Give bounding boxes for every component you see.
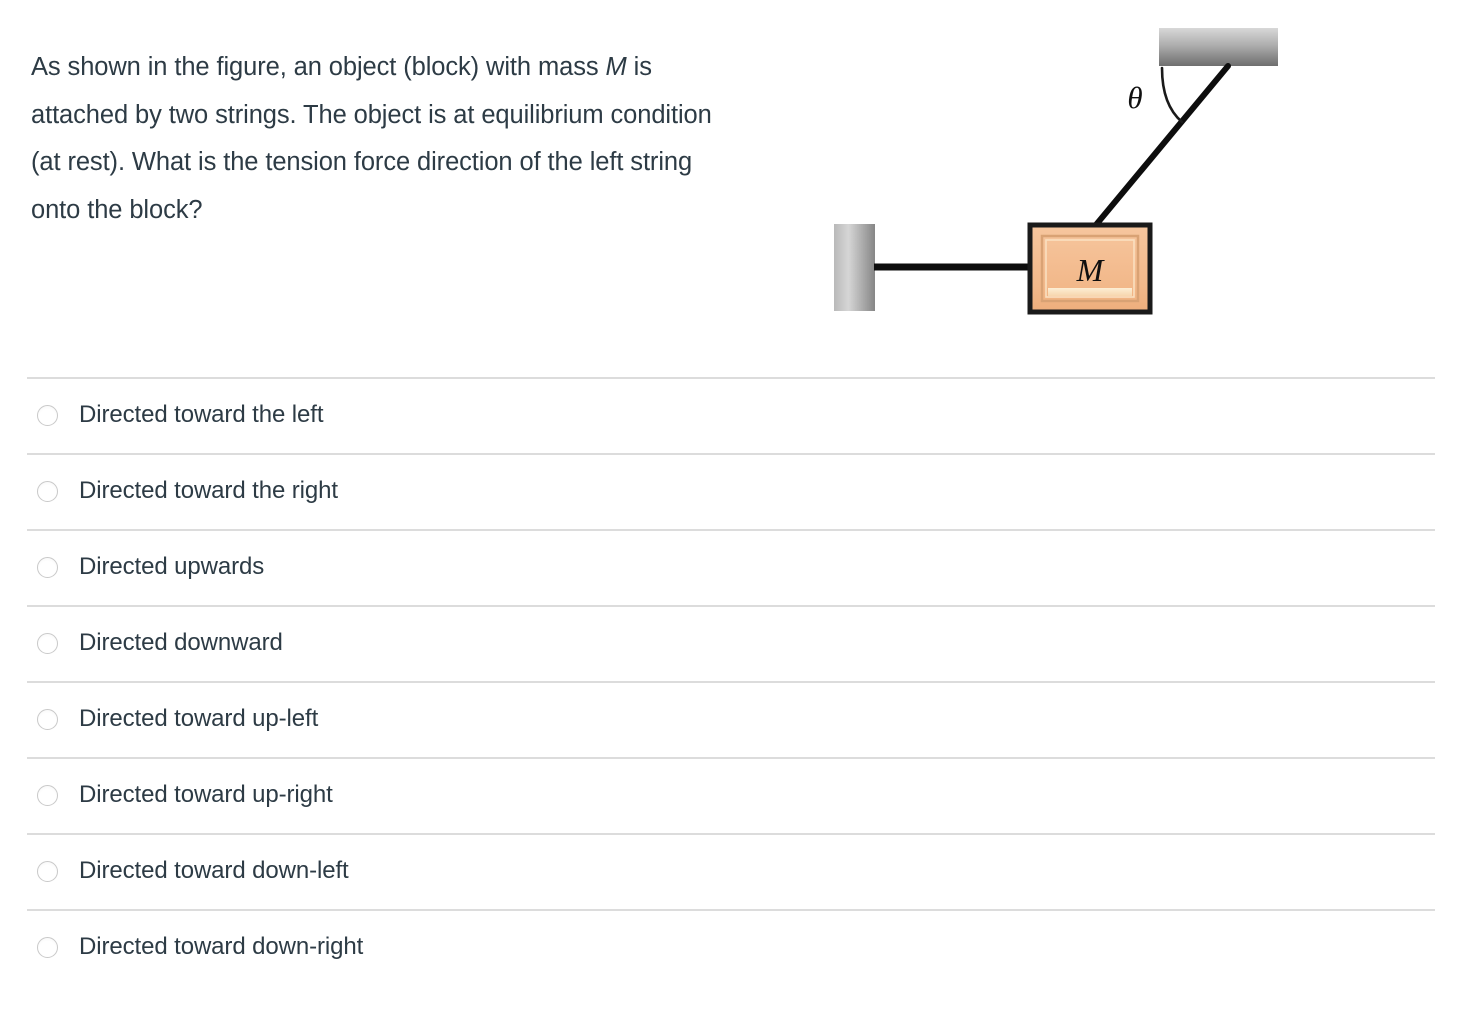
answer-option-down-left[interactable]: Directed toward down-left — [0, 833, 1470, 909]
answer-option-label: Directed toward the left — [79, 401, 324, 428]
radio-button-icon[interactable] — [37, 708, 58, 730]
answer-option-right[interactable]: Directed toward the right — [0, 453, 1470, 529]
answer-option-left[interactable]: Directed toward the left — [0, 377, 1470, 453]
answer-option-up-left[interactable]: Directed toward up-left — [0, 681, 1470, 757]
question-mass-variable: M — [605, 53, 627, 81]
physics-diagram: θ M — [790, 0, 1350, 350]
answer-option-label: Directed toward up-left — [79, 705, 319, 732]
answer-option-downward[interactable]: Directed downward — [0, 605, 1470, 681]
answer-option-down-right[interactable]: Directed toward down-right — [0, 909, 1470, 985]
angle-arc — [1160, 66, 1184, 124]
answer-option-label: Directed toward down-left — [79, 857, 349, 884]
answer-options-list: Directed toward the left Directed toward… — [0, 377, 1470, 985]
left-wall-icon — [834, 224, 875, 311]
answer-option-label: Directed toward the right — [79, 477, 338, 504]
question-area: As shown in the figure, an object (block… — [0, 0, 1470, 360]
diagonal-string — [1092, 63, 1231, 229]
radio-button-icon[interactable] — [37, 860, 58, 882]
block-icon — [1027, 222, 1153, 315]
answer-option-label: Directed upwards — [79, 553, 265, 580]
radio-button-icon[interactable] — [37, 936, 58, 958]
question-text-part-1: As shown in the figure, an object (block… — [31, 53, 606, 81]
answer-option-label: Directed toward down-right — [79, 933, 364, 960]
angle-label: θ — [1127, 80, 1142, 115]
ceiling-support-icon — [1159, 28, 1278, 66]
answer-option-label: Directed downward — [79, 629, 283, 656]
question-text: As shown in the figure, an object (block… — [31, 44, 721, 234]
answer-option-upwards[interactable]: Directed upwards — [0, 529, 1470, 605]
radio-button-icon[interactable] — [37, 784, 58, 806]
radio-button-icon[interactable] — [37, 556, 58, 578]
question-text-part-2: is attached by two strings. The object i… — [31, 53, 712, 224]
answer-option-up-right[interactable]: Directed toward up-right — [0, 757, 1470, 833]
block-label: M — [1076, 252, 1106, 288]
radio-button-icon[interactable] — [37, 480, 58, 502]
radio-button-icon[interactable] — [37, 404, 58, 426]
answer-option-label: Directed toward up-right — [79, 781, 333, 808]
radio-button-icon[interactable] — [37, 632, 58, 654]
